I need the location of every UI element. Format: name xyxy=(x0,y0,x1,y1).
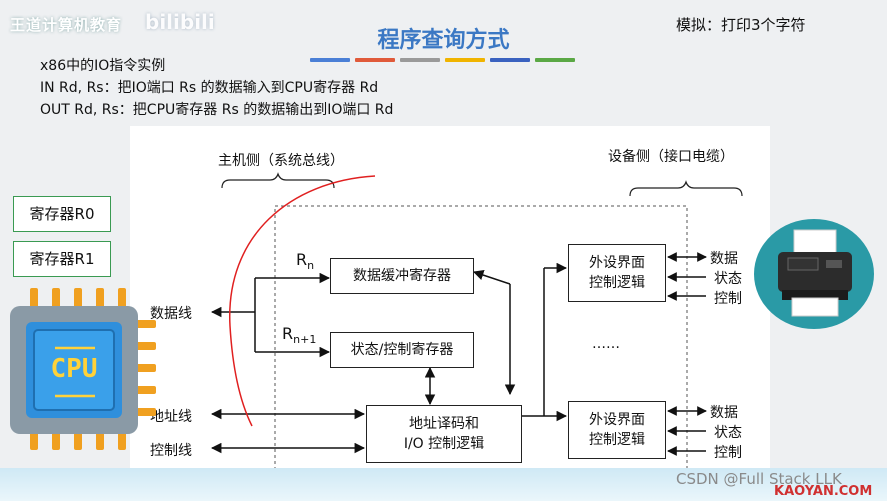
dev1-status-label: 状态 xyxy=(714,271,742,287)
rn1-label: Rn+1 xyxy=(282,324,317,347)
dev2-control-label: 控制 xyxy=(714,445,742,461)
cpu-chip-icon: CPU xyxy=(0,288,160,450)
dev2-status-label: 状态 xyxy=(714,425,742,441)
csdn-watermark: CSDN @Full Stack LLK xyxy=(676,470,842,488)
status-control-register: 状态/控制寄存器 xyxy=(330,332,474,368)
register-r1: 寄存器R1 xyxy=(13,241,111,277)
control-line-label: 控制线 xyxy=(150,443,192,459)
note-line-2: IN Rd, Rs：把IO端口 Rs 的数据输入到CPU寄存器 Rd xyxy=(40,80,379,96)
dev1-data-label: 数据 xyxy=(710,251,738,267)
slide-title: 程序查询方式 xyxy=(377,28,510,53)
data-buffer-register: 数据缓冲寄存器 xyxy=(330,258,474,294)
printer-icon xyxy=(748,216,876,330)
address-line-label: 地址线 xyxy=(150,409,192,425)
title-underline-bars xyxy=(310,58,575,62)
register-r0: 寄存器R0 xyxy=(13,196,111,232)
more-peripherals-ellipsis: …… xyxy=(592,336,620,352)
note-line-1: x86中的IO指令实例 xyxy=(40,58,166,74)
dev2-data-label: 数据 xyxy=(710,405,738,421)
kaoyan-watermark: KAOYAN.COM xyxy=(774,484,873,499)
io-interface-diagram: 主机侧（系统总线） 设备侧（接口电缆） 数据线 地址线 控制线 Rn Rn+1 … xyxy=(130,126,770,496)
data-line-label: 数据线 xyxy=(150,306,192,322)
mode-note: 模拟：打印3个字符 xyxy=(676,16,806,34)
note-line-3: OUT Rd, Rs：把CPU寄存器 Rs 的数据输出到IO端口 Rd xyxy=(40,102,394,118)
peripheral-control-logic-1: 外设界面控制逻辑 xyxy=(568,244,666,302)
bilibili-logo: bilibili xyxy=(145,10,215,34)
dev1-control-label: 控制 xyxy=(714,291,742,307)
device-side-label: 设备侧（接口电缆） xyxy=(608,149,734,165)
brand-logo: 王道计算机教育 xyxy=(10,16,123,34)
host-side-label: 主机侧（系统总线） xyxy=(218,153,344,169)
diagram-lines xyxy=(210,172,743,494)
cpu-label: CPU xyxy=(50,354,98,384)
peripheral-control-logic-2: 外设界面控制逻辑 xyxy=(568,401,666,459)
rn-label: Rn xyxy=(296,250,315,273)
bottom-wave-decoration xyxy=(0,468,887,501)
